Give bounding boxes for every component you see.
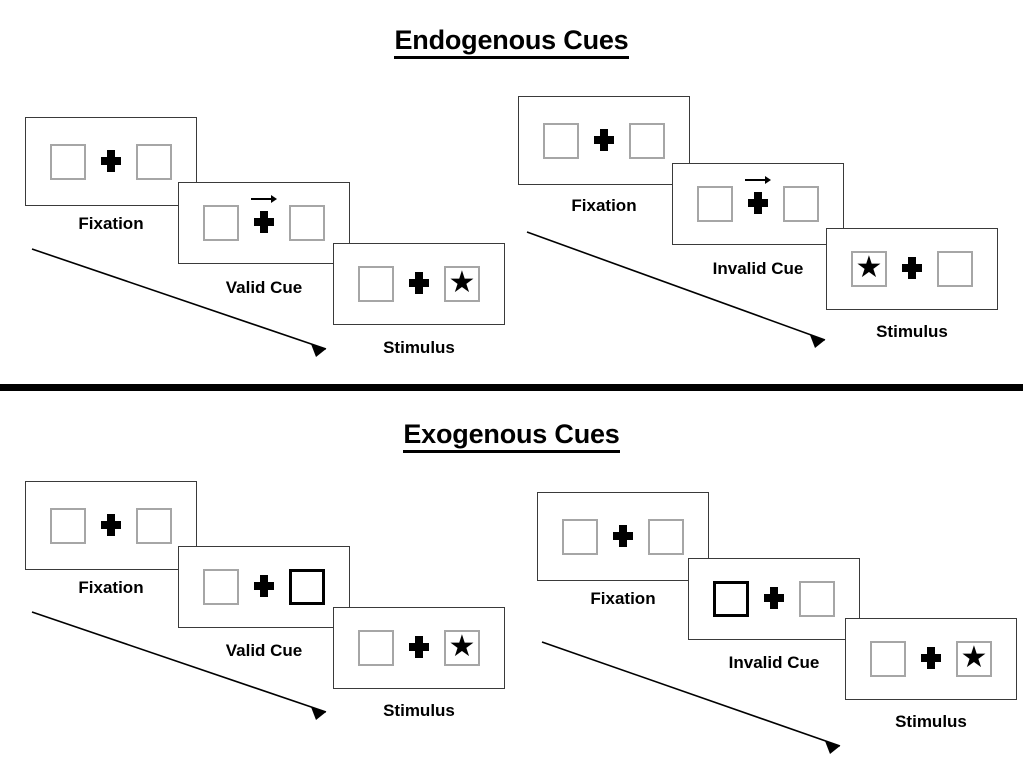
fixation-cross-icon	[100, 513, 122, 539]
placeholder-box-right-cued	[289, 569, 325, 605]
fixation-cross-icon	[612, 524, 634, 550]
panel-label-endogenous-invalid-fixation: Fixation	[571, 196, 637, 215]
panel-endogenous-invalid-fixation	[518, 96, 690, 185]
placeholder-box-right	[937, 251, 973, 287]
placeholder-box-right-with-target: ★	[444, 266, 480, 302]
panel-label-exogenous-valid-stimulus: Stimulus	[383, 701, 455, 720]
fixation-cross-icon	[251, 195, 277, 236]
panel-label-endogenous-invalid-cue: Invalid Cue	[712, 259, 804, 278]
panel-label-endogenous-valid-fixation: Fixation	[78, 214, 144, 233]
placeholder-box-right	[799, 581, 835, 617]
placeholder-box-left	[203, 205, 239, 241]
placeholder-box-left-cued	[713, 581, 749, 617]
fixation-cross-icon	[253, 574, 275, 600]
panel-label-endogenous-invalid-stimulus: Stimulus	[876, 322, 948, 341]
panel-exogenous-valid-fixation	[25, 481, 197, 570]
star-target-icon: ★	[448, 266, 476, 299]
star-target-icon: ★	[855, 251, 883, 284]
fixation-cross-icon	[901, 256, 923, 282]
panel-label-endogenous-valid-cue: Valid Cue	[225, 278, 303, 297]
section-title-endogenous-text: Endogenous Cues	[394, 25, 629, 59]
placeholder-box-right	[289, 205, 325, 241]
panel-exogenous-invalid-cue	[688, 558, 860, 640]
panel-endogenous-invalid-cue	[672, 163, 844, 245]
section-title-exogenous: Exogenous Cues	[0, 419, 1023, 453]
arrow-right-icon	[745, 175, 771, 185]
panel-label-exogenous-invalid-stimulus: Stimulus	[895, 712, 967, 731]
placeholder-box-left	[50, 143, 86, 180]
section-divider	[0, 384, 1023, 391]
placeholder-box-left	[203, 569, 239, 605]
panel-endogenous-valid-fixation	[25, 117, 197, 206]
panel-label-endogenous-valid-stimulus: Stimulus	[383, 338, 455, 357]
panel-exogenous-invalid-stimulus: ★	[845, 618, 1017, 700]
time-arrow-exogenous-invalid	[541, 641, 841, 754]
fixation-cross-icon	[408, 271, 430, 297]
panel-exogenous-valid-cue	[178, 546, 350, 628]
placeholder-box-left	[50, 507, 86, 544]
panel-label-exogenous-valid-fixation: Fixation	[78, 578, 144, 597]
placeholder-box-left	[543, 122, 579, 159]
fixation-cross-icon	[745, 176, 771, 217]
placeholder-box-right-with-target: ★	[956, 641, 992, 677]
placeholder-box-right	[629, 122, 665, 159]
panel-label-exogenous-valid-cue: Valid Cue	[225, 641, 303, 660]
placeholder-box-right-with-target: ★	[444, 630, 480, 666]
fixation-cross-icon	[408, 635, 430, 661]
panel-exogenous-valid-stimulus: ★	[333, 607, 505, 689]
placeholder-box-right	[648, 518, 684, 555]
fixation-cross-icon	[100, 149, 122, 175]
star-target-icon: ★	[960, 641, 988, 674]
panel-endogenous-valid-stimulus: ★	[333, 243, 505, 325]
star-target-icon: ★	[448, 630, 476, 663]
placeholder-box-left	[697, 186, 733, 222]
panel-endogenous-valid-cue	[178, 182, 350, 264]
section-title-exogenous-text: Exogenous Cues	[403, 419, 620, 453]
fixation-cross-icon	[593, 128, 615, 154]
time-arrow-endogenous-valid	[31, 248, 327, 357]
placeholder-box-right	[136, 507, 172, 544]
time-arrow-endogenous-invalid	[526, 231, 826, 348]
time-arrow-exogenous-valid	[31, 611, 327, 720]
panel-label-exogenous-invalid-cue: Invalid Cue	[728, 653, 820, 672]
placeholder-box-left	[358, 266, 394, 302]
arrow-right-icon	[251, 194, 277, 204]
section-title-endogenous: Endogenous Cues	[0, 25, 1023, 59]
placeholder-box-right	[136, 143, 172, 180]
placeholder-box-left	[358, 630, 394, 666]
panel-exogenous-invalid-fixation	[537, 492, 709, 581]
placeholder-box-left-with-target: ★	[851, 251, 887, 287]
placeholder-box-right	[783, 186, 819, 222]
fixation-cross-icon	[920, 646, 942, 672]
panel-endogenous-invalid-stimulus: ★	[826, 228, 998, 310]
placeholder-box-left	[870, 641, 906, 677]
fixation-cross-icon	[763, 586, 785, 612]
panel-label-exogenous-invalid-fixation: Fixation	[590, 589, 656, 608]
placeholder-box-left	[562, 518, 598, 555]
